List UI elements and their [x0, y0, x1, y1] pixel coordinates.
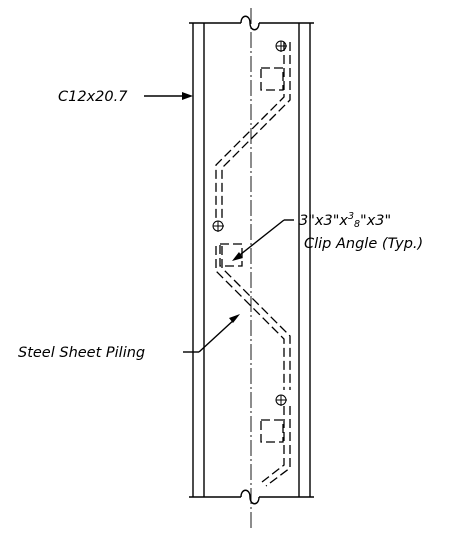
- sheet-piling-label: Steel Sheet Piling: [18, 345, 145, 361]
- channel-label: C12x20.7: [58, 89, 128, 105]
- clip-angle: [260, 419, 284, 443]
- interlock-symbol: [275, 394, 287, 406]
- clip-angle: [219, 243, 243, 267]
- channel-leader: [144, 92, 193, 100]
- channel-right-flange: [298, 23, 311, 497]
- interlock-symbol: [212, 220, 224, 232]
- top-break-line: [189, 15, 314, 31]
- interlock-symbol: [275, 40, 287, 52]
- sheet-piling-hidden-lines: [215, 42, 291, 487]
- clip-angle-leader: [232, 219, 294, 261]
- clip-angle: [260, 67, 284, 91]
- sheet-piling-leader: [183, 314, 240, 353]
- bottom-break-line: [189, 489, 314, 505]
- clip-angle-size-label: 3"x3"x38"x3": [299, 211, 391, 230]
- clip-angle-description-label: Clip Angle (Typ.): [304, 236, 423, 252]
- channel-left-flange: [192, 23, 205, 497]
